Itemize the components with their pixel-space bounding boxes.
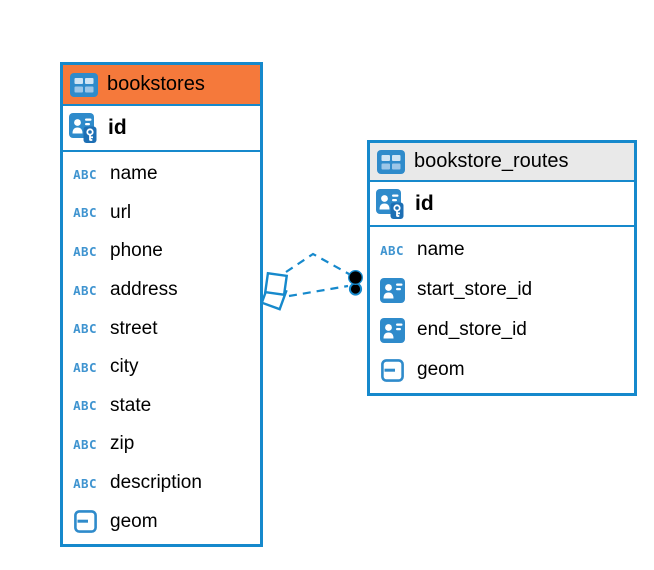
column-row[interactable]: ABC name — [63, 155, 260, 194]
column-row[interactable]: ABC url — [63, 194, 260, 233]
primary-key-name: id — [415, 191, 434, 215]
text-type-icon: ABC — [73, 243, 97, 259]
table-title: bookstore_routes — [414, 150, 569, 172]
column-row[interactable]: ABC description — [63, 464, 260, 503]
primary-key-icon — [69, 113, 97, 143]
source-end-marker[interactable] — [260, 271, 289, 311]
column-row[interactable]: ABC state — [63, 387, 260, 426]
column-name: description — [110, 472, 202, 494]
column-row[interactable]: end_store_id — [370, 310, 634, 350]
relationship-line-upper[interactable] — [285, 252, 350, 275]
reference-type-icon — [379, 317, 405, 343]
column-row[interactable]: ABC address — [63, 271, 260, 310]
table-bookstore-routes-header[interactable]: bookstore_routes — [370, 143, 634, 182]
column-name: state — [110, 394, 152, 416]
column-name: start_store_id — [417, 279, 533, 300]
table-icon — [70, 72, 98, 97]
text-type-icon: ABC — [380, 242, 404, 258]
column-row[interactable]: ABC phone — [63, 232, 260, 271]
column-name: end_store_id — [417, 319, 527, 340]
columns-list: ABC name ABC url ABC phone ABC address A… — [63, 152, 260, 541]
column-name: phone — [110, 240, 163, 262]
primary-key-row[interactable]: id — [370, 182, 634, 227]
column-name: zip — [110, 433, 135, 455]
text-type-icon: ABC — [73, 205, 97, 221]
text-type-icon: ABC — [73, 475, 97, 491]
text-type-icon: ABC — [73, 436, 97, 452]
column-name: address — [110, 279, 178, 301]
column-row[interactable]: geom — [370, 350, 634, 390]
column-row[interactable]: geom — [63, 502, 260, 541]
target-end-marker[interactable] — [348, 270, 364, 296]
geometry-type-icon — [73, 510, 97, 534]
table-bookstore-routes[interactable]: bookstore_routes id ABC name — [367, 140, 637, 396]
text-type-icon: ABC — [73, 282, 97, 298]
text-type-icon: ABC — [73, 321, 97, 337]
column-name: geom — [417, 359, 465, 380]
text-type-icon: ABC — [73, 398, 97, 414]
column-row[interactable]: ABC name — [370, 230, 634, 270]
reference-type-icon — [379, 277, 405, 303]
geometry-type-icon — [380, 358, 404, 382]
column-name: street — [110, 317, 158, 339]
table-icon — [377, 149, 405, 174]
table-title: bookstores — [107, 73, 205, 95]
column-row[interactable]: start_store_id — [370, 270, 634, 310]
columns-list: ABC name start_store_id end_store_id — [370, 227, 634, 390]
text-type-icon: ABC — [73, 359, 97, 375]
primary-key-icon — [376, 188, 404, 219]
table-bookstores[interactable]: bookstores id ABC name ABC url ABC phone — [60, 62, 263, 547]
column-name: url — [110, 201, 132, 223]
primary-key-name: id — [108, 116, 127, 139]
column-row[interactable]: ABC street — [63, 309, 260, 348]
table-bookstores-header[interactable]: bookstores — [63, 65, 260, 106]
column-name: name — [417, 239, 465, 260]
column-name: geom — [110, 510, 158, 532]
text-type-icon: ABC — [73, 166, 97, 182]
primary-key-row[interactable]: id — [63, 106, 260, 152]
relationship-line-lower[interactable] — [288, 284, 349, 298]
column-row[interactable]: ABC zip — [63, 425, 260, 464]
column-name: city — [110, 356, 139, 378]
column-row[interactable]: ABC city — [63, 348, 260, 387]
column-name: name — [110, 163, 158, 185]
